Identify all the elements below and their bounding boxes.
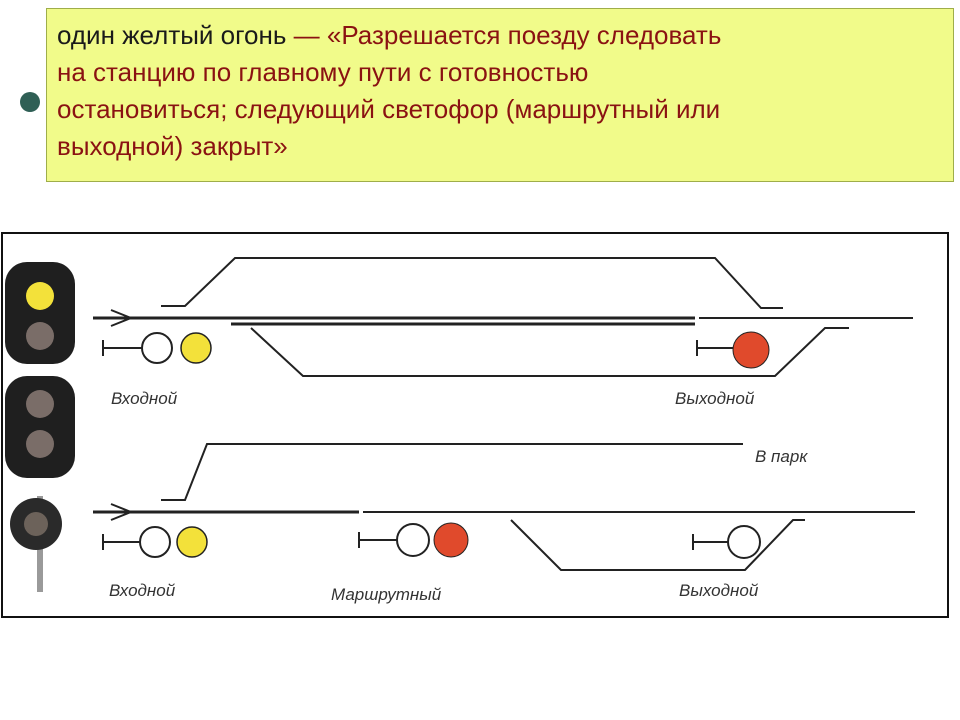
definition-text: один желтый огонь — «Разрешается поезду … — [57, 17, 937, 165]
track-diagram: Входной Выходной В парк — [5, 257, 915, 604]
park-track — [161, 443, 743, 501]
top-entry-label: Входной — [111, 389, 178, 408]
signal-lamp-unlit — [26, 322, 54, 350]
bottom-entry-signal — [102, 526, 208, 558]
signal-lamp-red — [433, 522, 469, 558]
signal-lamp-yellow — [180, 332, 212, 364]
top-scheme — [93, 257, 913, 377]
signal-lamp-unlit — [26, 390, 54, 418]
callout-line-4: выходной) закрыт» — [57, 131, 288, 161]
signal-lamp-red — [732, 331, 770, 369]
signal-lamp-unlit — [26, 430, 54, 458]
top-entry-signal — [102, 332, 212, 364]
signal-lamp-white — [139, 526, 171, 558]
signal-scheme-panel: Входной Выходной В парк — [1, 232, 949, 618]
callout-line-3: остановиться; следующий светофор (маршру… — [57, 94, 721, 124]
signal-lamp-white — [727, 525, 761, 559]
bullet-point — [20, 92, 40, 112]
signal-lamp-yellow — [176, 526, 208, 558]
signal-head-illustration — [5, 262, 75, 592]
lower-siding — [510, 519, 805, 571]
definition-callout: один желтый огонь — «Разрешается поезду … — [46, 8, 954, 182]
top-exit-label: Выходной — [675, 389, 755, 408]
signal-lamp-white — [396, 523, 430, 557]
lower-siding — [250, 327, 849, 377]
top-exit-signal — [696, 331, 770, 369]
callout-line-2: на станцию по главному пути с готовность… — [57, 57, 589, 87]
entry-arrow-head — [110, 309, 134, 327]
signal-lamp-yellow-lit — [26, 282, 54, 310]
bottom-entry-label: Входной — [109, 581, 176, 600]
signal-head-lower — [5, 376, 75, 478]
bottom-exit-signal — [692, 525, 761, 559]
callout-line-1: — «Разрешается поезду следовать — [286, 20, 722, 50]
route-signal — [358, 522, 469, 558]
bottom-scheme — [93, 443, 915, 571]
signal-head-upper — [5, 262, 75, 364]
bottom-exit-label: Выходной — [679, 581, 759, 600]
signal-aspect-name: один желтый огонь — [57, 20, 287, 50]
signal-lamp-white — [141, 332, 173, 364]
upper-siding — [161, 257, 783, 309]
entry-arrow-head — [110, 503, 134, 521]
route-signal-label: Маршрутный — [331, 585, 442, 604]
park-label: В парк — [755, 447, 808, 466]
signal-lamp-lunar-lens — [24, 512, 48, 536]
